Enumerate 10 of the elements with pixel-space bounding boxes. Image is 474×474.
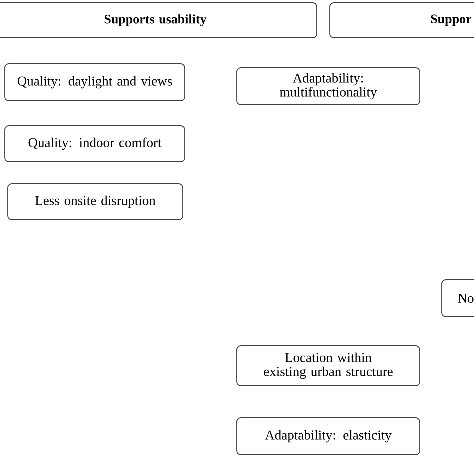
criterion-box: Adaptability: elasticity (236, 418, 420, 456)
criterion-box: Quality: daylight and views (4, 64, 186, 102)
criterion-box: Location within existing urban structure (236, 346, 420, 386)
heading-box: Supports usability (0, 2, 318, 38)
criterion-box: Less onsite disruption (8, 184, 184, 220)
node-label: Suppor (431, 14, 472, 26)
criterion-box: No (442, 280, 474, 318)
heading-box (330, 2, 474, 38)
criterion-box: Quality: indoor comfort (4, 126, 186, 162)
criterion-box: Adaptability: multifunctionality (236, 68, 420, 106)
